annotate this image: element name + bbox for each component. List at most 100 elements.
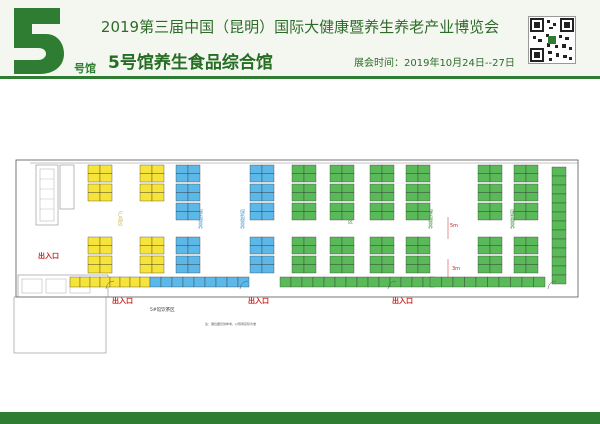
booth[interactable] <box>261 236 275 246</box>
booth[interactable] <box>193 276 206 288</box>
booth[interactable] <box>139 255 153 265</box>
booth[interactable] <box>249 211 263 221</box>
booth[interactable] <box>187 264 201 274</box>
booth[interactable] <box>312 276 325 288</box>
booth[interactable] <box>477 183 491 193</box>
booth[interactable] <box>477 236 491 246</box>
booth[interactable] <box>291 202 305 212</box>
booth[interactable] <box>369 192 383 202</box>
booth[interactable] <box>226 276 239 288</box>
booth[interactable] <box>99 173 113 183</box>
booth[interactable] <box>329 264 343 274</box>
booth[interactable] <box>464 276 477 288</box>
booth[interactable] <box>487 276 500 288</box>
booth[interactable] <box>513 255 527 265</box>
booth[interactable] <box>303 264 317 274</box>
booth[interactable] <box>109 276 121 288</box>
booth[interactable] <box>551 184 567 195</box>
booth[interactable] <box>160 276 173 288</box>
booth[interactable] <box>249 173 263 183</box>
booth[interactable] <box>525 173 539 183</box>
booth[interactable] <box>489 173 503 183</box>
booth[interactable] <box>261 173 275 183</box>
booth[interactable] <box>356 276 369 288</box>
booth[interactable] <box>378 276 391 288</box>
booth[interactable] <box>513 245 527 255</box>
booth[interactable] <box>291 245 305 255</box>
booth[interactable] <box>489 236 503 246</box>
booth[interactable] <box>215 276 228 288</box>
booth[interactable] <box>405 255 419 265</box>
booth[interactable] <box>175 255 189 265</box>
booth[interactable] <box>417 192 431 202</box>
booth[interactable] <box>477 192 491 202</box>
booth[interactable] <box>513 211 527 221</box>
booth[interactable] <box>551 247 567 258</box>
booth[interactable] <box>329 245 343 255</box>
booth[interactable] <box>237 276 250 288</box>
booth[interactable] <box>303 245 317 255</box>
booth[interactable] <box>87 164 101 174</box>
booth[interactable] <box>182 276 195 288</box>
booth[interactable] <box>151 236 165 246</box>
booth[interactable] <box>513 173 527 183</box>
booth[interactable] <box>477 164 491 174</box>
booth[interactable] <box>187 211 201 221</box>
booth[interactable] <box>417 164 431 174</box>
booth[interactable] <box>551 166 567 177</box>
booth[interactable] <box>187 192 201 202</box>
booth[interactable] <box>151 173 165 183</box>
booth[interactable] <box>525 211 539 221</box>
booth[interactable] <box>291 211 305 221</box>
booth[interactable] <box>291 236 305 246</box>
booth[interactable] <box>175 211 189 221</box>
booth[interactable] <box>551 193 567 204</box>
booth[interactable] <box>291 173 305 183</box>
booth[interactable] <box>452 276 465 288</box>
booth[interactable] <box>369 211 383 221</box>
booth[interactable] <box>341 202 355 212</box>
booth[interactable] <box>489 255 503 265</box>
booth[interactable] <box>551 175 567 186</box>
booth[interactable] <box>405 211 419 221</box>
booth[interactable] <box>513 183 527 193</box>
booth[interactable] <box>498 276 511 288</box>
booth[interactable] <box>551 238 567 249</box>
booth[interactable] <box>525 183 539 193</box>
booth[interactable] <box>513 192 527 202</box>
booth[interactable] <box>261 192 275 202</box>
booth[interactable] <box>405 245 419 255</box>
booth[interactable] <box>261 264 275 274</box>
booth[interactable] <box>279 276 292 288</box>
booth[interactable] <box>151 183 165 193</box>
booth[interactable] <box>429 276 442 288</box>
booth[interactable] <box>341 173 355 183</box>
booth[interactable] <box>261 183 275 193</box>
booth[interactable] <box>175 164 189 174</box>
booth[interactable] <box>204 276 217 288</box>
booth[interactable] <box>329 192 343 202</box>
booth[interactable] <box>405 264 419 274</box>
booth[interactable] <box>329 202 343 212</box>
booth[interactable] <box>367 276 380 288</box>
booth[interactable] <box>345 276 358 288</box>
booth[interactable] <box>171 276 184 288</box>
booth[interactable] <box>329 183 343 193</box>
booth[interactable] <box>477 211 491 221</box>
booth[interactable] <box>489 245 503 255</box>
booth[interactable] <box>291 255 305 265</box>
booth[interactable] <box>303 236 317 246</box>
booth[interactable] <box>249 255 263 265</box>
booth[interactable] <box>381 236 395 246</box>
booth[interactable] <box>129 276 141 288</box>
booth[interactable] <box>381 264 395 274</box>
booth[interactable] <box>381 183 395 193</box>
booth[interactable] <box>417 173 431 183</box>
booth[interactable] <box>261 255 275 265</box>
booth[interactable] <box>417 211 431 221</box>
booth[interactable] <box>329 255 343 265</box>
booth[interactable] <box>405 183 419 193</box>
booth[interactable] <box>303 183 317 193</box>
booth[interactable] <box>417 255 431 265</box>
booth[interactable] <box>369 236 383 246</box>
